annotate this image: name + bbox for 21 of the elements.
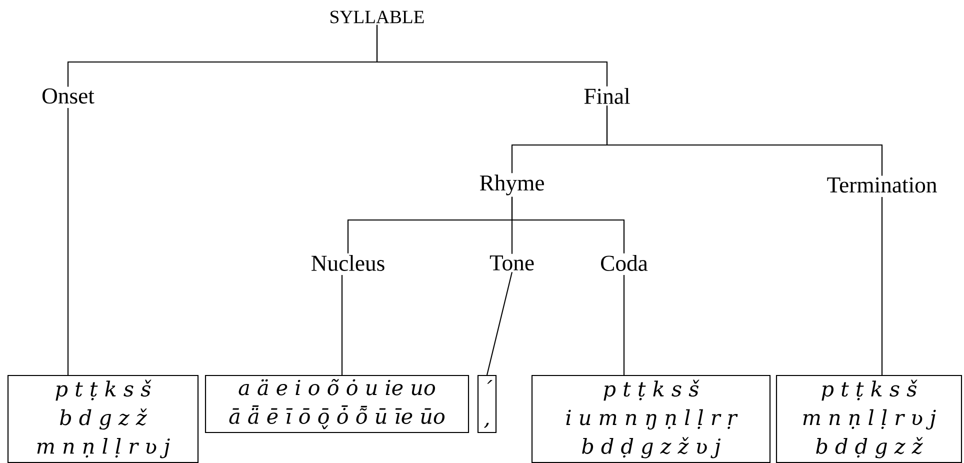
tree-label: SYLLABLE (330, 10, 424, 24)
branch-line (67, 108, 69, 375)
branch-line (376, 24, 608, 86)
branch-line (341, 275, 343, 375)
branch-line (606, 106, 883, 176)
tree-label: Nucleus (312, 255, 384, 271)
phoneme-box: p t ṭ k s š i u m n ŋ ṇ l ḷ r ṛ b d ḍ g z ž ʋ j (531, 375, 771, 463)
branch-line (623, 275, 625, 375)
tree-label: Rhyme (480, 174, 544, 196)
branch-line (511, 196, 625, 254)
phoneme-box: p t ṭ k s š b d g z ž m n ṇ l ḷ r ʋ j (7, 375, 199, 463)
branch-line (881, 197, 883, 375)
tree-label: Termination (827, 177, 937, 193)
tree-label: Tone (490, 255, 534, 271)
tree-label: Coda (601, 255, 648, 271)
tree-label: Final (584, 88, 630, 104)
phoneme-box: p t ṭ k s š m n ṇ l ḷ r ʋ j b d ḍ g z ž (776, 375, 962, 463)
phoneme-box: a ä e i o õ ȯ u ie uo ā ǟ ē ī ō ō̬ ȱ ȭ ū īe ūo (204, 375, 470, 434)
tree-label: Onset (42, 88, 94, 104)
branch-line (486, 272, 513, 376)
phoneme-box: ˊ , (477, 375, 497, 434)
